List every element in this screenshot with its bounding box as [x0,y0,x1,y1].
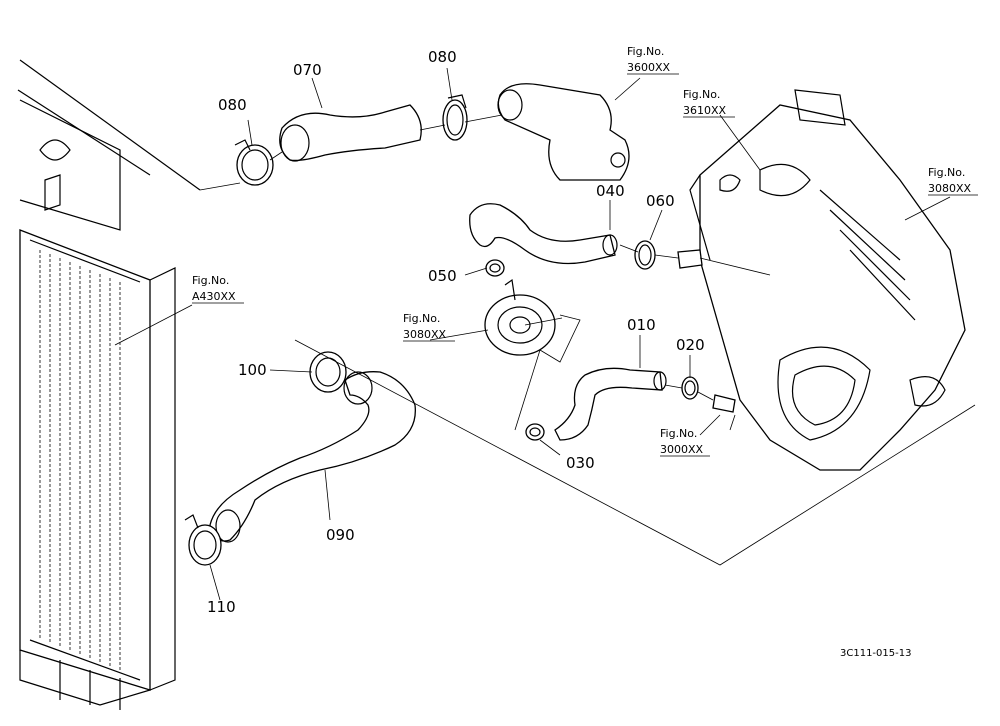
fig-ref-3600: Fig.No. 3600XX [627,45,679,75]
clamp-060 [634,240,656,270]
clamp-080-left [234,139,274,186]
svg-text:3600XX: 3600XX [627,61,671,74]
label-070: 070 [293,61,322,79]
svg-text:3080XX: 3080XX [928,182,972,195]
clamp-020 [681,376,699,400]
svg-text:Fig.No.: Fig.No. [928,166,965,179]
label-090: 090 [326,526,355,544]
thermostat-housing [497,83,630,181]
label-080-left: 080 [218,96,247,114]
svg-text:3080XX: 3080XX [403,328,447,341]
svg-text:3610XX: 3610XX [683,104,727,117]
fig-ref-3080-right: Fig.No. 3080XX [928,166,978,196]
svg-text:Fig.No.: Fig.No. [627,45,664,58]
label-110: 110 [207,598,236,616]
oil-cooler [484,278,556,356]
fig-ref-3080-left: Fig.No. 3080XX [403,312,455,342]
hose-040 [469,203,618,265]
svg-text:Fig.No.: Fig.No. [683,88,720,101]
clamp-100 [309,351,347,393]
label-030: 030 [566,454,595,472]
engine-block [689,89,966,471]
svg-text:3000XX: 3000XX [660,443,704,456]
fig-ref-3610: Fig.No. 3610XX [683,88,735,118]
clamp-110 [184,514,222,566]
clamp-050 [485,259,505,277]
label-010: 010 [627,316,656,334]
svg-text:A430XX: A430XX [192,290,236,303]
hose-070 [279,104,422,162]
hose-090 [209,371,416,543]
label-060: 060 [646,192,675,210]
svg-text:Fig.No.: Fig.No. [403,312,440,325]
label-080-right: 080 [428,48,457,66]
label-020: 020 [676,336,705,354]
fig-ref-a430: Fig.No. A430XX [192,274,244,304]
svg-text:Fig.No.: Fig.No. [192,274,229,287]
label-100: 100 [238,361,267,379]
hose-010 [554,367,667,441]
drawing-code: 3C111-015-13 [840,648,911,659]
radiator [17,59,201,710]
leader-lines [114,67,976,601]
fitting-060 [677,249,703,269]
clamp-030 [525,423,545,441]
fig-ref-3000: Fig.No. 3000XX [660,427,710,457]
svg-text:Fig.No.: Fig.No. [660,427,697,440]
fitting-020 [712,394,736,413]
clamp-080-right [442,94,468,141]
label-050: 050 [428,267,457,285]
label-040: 040 [596,182,625,200]
